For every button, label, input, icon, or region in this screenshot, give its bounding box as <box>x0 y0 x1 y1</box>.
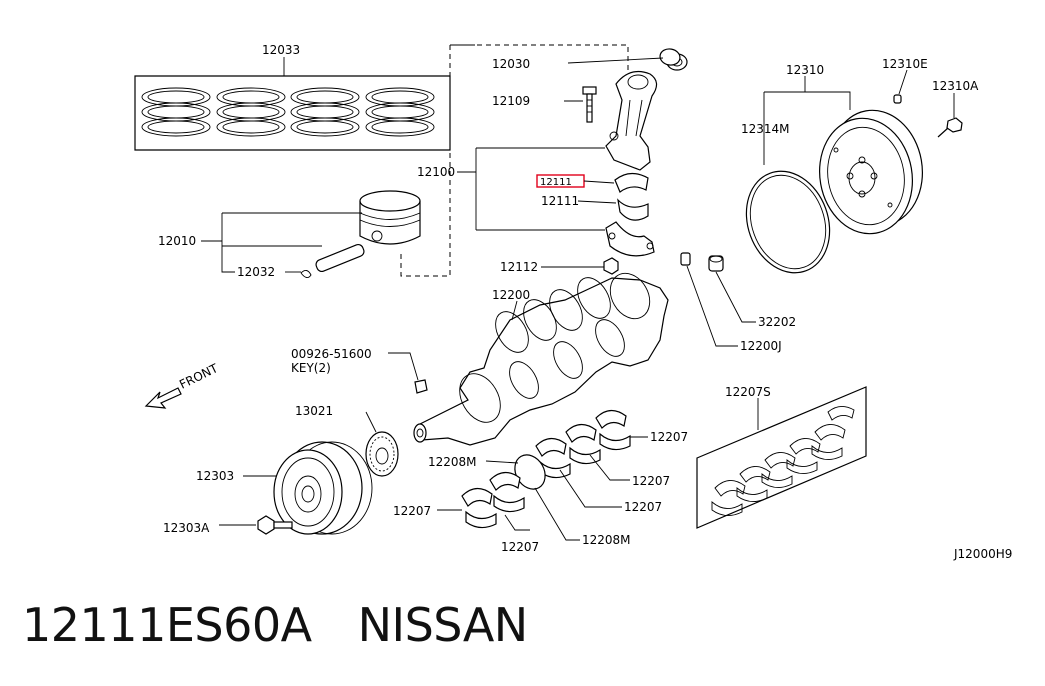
label-12207-a[interactable]: 12207 <box>650 430 688 444</box>
label-12111[interactable]: 12111 <box>541 194 579 208</box>
flywheel-plate[interactable] <box>733 159 844 284</box>
label-12314M[interactable]: 12314M <box>741 122 790 136</box>
main-bearings-loose[interactable] <box>461 409 631 529</box>
flywheel[interactable] <box>811 103 932 241</box>
main-bearing-set[interactable] <box>696 386 867 529</box>
label-32202[interactable]: 32202 <box>758 315 796 329</box>
label-12200[interactable]: 12200 <box>492 288 530 302</box>
piston-ring-set[interactable] <box>134 57 451 151</box>
conrod-cap[interactable] <box>605 221 655 257</box>
label-12208M-lower[interactable]: 12208M <box>582 533 631 547</box>
conrod-bushing[interactable] <box>659 47 688 71</box>
label-12207-d[interactable]: 12207 <box>393 504 431 518</box>
parts-diagram: 12033 12010 12032 12100 12030 1210 <box>134 43 1012 561</box>
part-caption: 12111ES60A NISSAN <box>22 598 574 652</box>
front-label: FRONT <box>177 361 221 392</box>
label-12032[interactable]: 12032 <box>237 265 275 279</box>
brand-name: NISSAN <box>357 598 529 652</box>
diagram-code: J12000H9 <box>953 547 1012 561</box>
label-12207S[interactable]: 12207S <box>725 385 771 399</box>
label-12200J[interactable]: 12200J <box>740 339 782 353</box>
pilot-bushing[interactable] <box>708 255 724 272</box>
label-12207-c[interactable]: 12207 <box>624 500 662 514</box>
label-12303[interactable]: 12303 <box>196 469 234 483</box>
woodruff-key[interactable] <box>414 379 428 394</box>
crank-sprocket[interactable] <box>365 431 399 477</box>
front-arrow-icon <box>144 387 182 409</box>
label-12112[interactable]: 12112 <box>500 260 538 274</box>
label-key-qty[interactable]: KEY(2) <box>291 361 331 375</box>
crankshaft[interactable] <box>413 266 669 446</box>
label-12207-e[interactable]: 12207 <box>501 540 539 554</box>
flywheel-bolt[interactable] <box>937 117 963 138</box>
part-number: 12111ES60A <box>22 598 312 652</box>
connecting-rod[interactable] <box>605 71 658 171</box>
conrod-nut[interactable] <box>603 257 619 275</box>
label-12109[interactable]: 12109 <box>492 94 530 108</box>
label-12310[interactable]: 12310 <box>786 63 824 77</box>
conrod-bearing-upper[interactable] <box>614 172 649 193</box>
label-12010[interactable]: 12010 <box>158 234 196 248</box>
label-12100[interactable]: 12100 <box>417 165 455 179</box>
conrod-bearing-lower[interactable] <box>617 198 649 221</box>
flywheel-dowel[interactable] <box>893 94 902 104</box>
label-13021[interactable]: 13021 <box>295 404 333 418</box>
label-12310A[interactable]: 12310A <box>932 79 979 93</box>
label-12208M-upper[interactable]: 12208M <box>428 455 477 469</box>
label-12207-b[interactable]: 12207 <box>632 474 670 488</box>
crank-pin[interactable] <box>680 252 691 266</box>
label-12303A[interactable]: 12303A <box>163 521 210 535</box>
label-12030[interactable]: 12030 <box>492 57 530 71</box>
piston[interactable] <box>300 44 475 278</box>
crank-pulley[interactable] <box>273 441 373 535</box>
label-12310E[interactable]: 12310E <box>882 57 928 71</box>
label-12033[interactable]: 12033 <box>262 43 300 57</box>
label-00926-51600[interactable]: 00926-51600 <box>291 347 372 361</box>
pulley-bolt[interactable] <box>257 515 293 535</box>
label-12111-highlight[interactable]: 12111 <box>540 177 572 188</box>
conrod-bolt[interactable] <box>582 86 597 123</box>
